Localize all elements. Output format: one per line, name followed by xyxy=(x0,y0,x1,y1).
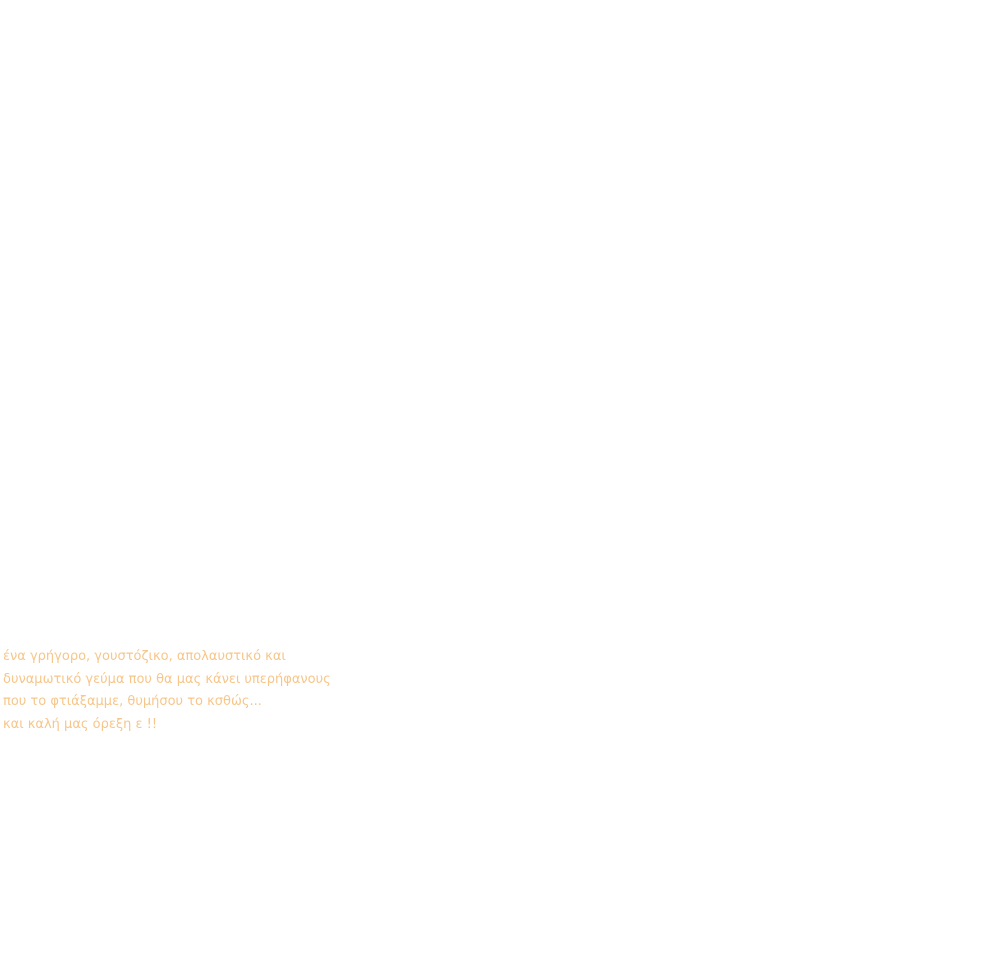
recipe-caption: ένα γρήγορο, γουστόζικο, απολαυστικό και… xyxy=(3,646,523,736)
caption-line-4: και καλή μας όρεξη ε !! xyxy=(3,716,158,732)
caption-line-2: δυναμωτικό γεύμα που θα μας κάνει υπερήφ… xyxy=(3,671,331,687)
caption-line-3: που το φτιάξαμμε, θυμήσου το κσθώς... xyxy=(3,694,262,709)
caption-line-1: ένα γρήγορο, γουστόζικο, απολαυστικό και xyxy=(3,649,286,664)
